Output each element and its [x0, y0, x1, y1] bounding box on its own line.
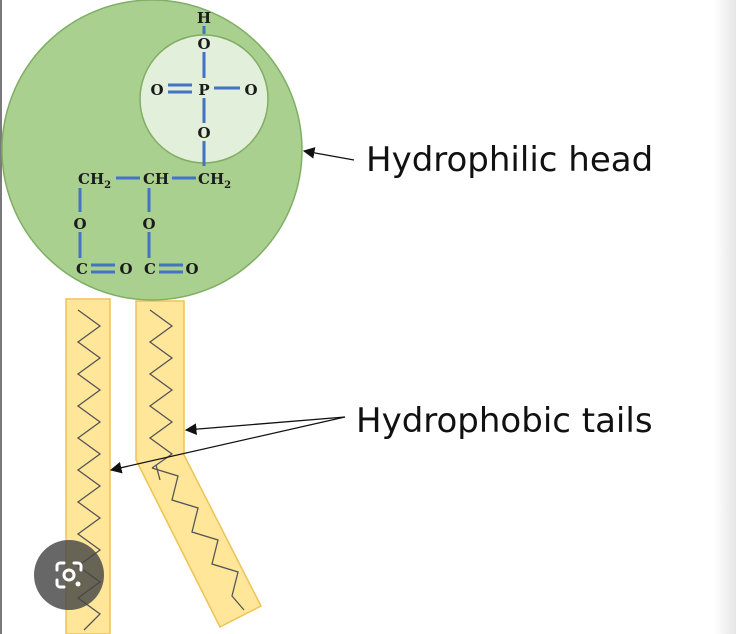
atom-o-ester-left: O: [73, 215, 86, 233]
atom-h: H: [197, 9, 211, 27]
bonds: [78, 26, 240, 274]
head-circle: [1, 0, 303, 301]
atom-o-top: O: [197, 35, 210, 53]
head-arrow: [302, 147, 355, 161]
atom-c-left: C: [76, 260, 88, 278]
atom-o-carbonyl-left: O: [119, 260, 132, 278]
atom-o-ester-mid: O: [142, 215, 155, 233]
atom-o-right-of-p: O: [244, 81, 257, 99]
tail-right-zigzag-upper: [148, 309, 174, 469]
atom-ch2-left-sub: 2: [104, 180, 111, 191]
tail-right-body: [135, 300, 263, 629]
tails-label: Hydrophobic tails: [356, 401, 653, 441]
left-edge-strip: [0, 0, 2, 634]
atom-ch2-right: CH2: [198, 170, 231, 191]
atom-ch2-right-sub: 2: [224, 180, 231, 191]
google-lens-button[interactable]: [34, 540, 104, 610]
tails-arrow-right: [184, 416, 346, 435]
atom-ch-middle: CH: [143, 170, 169, 188]
right-edge-shadow: [714, 0, 736, 634]
tail-right-zigzag-double-bond: [155, 464, 161, 481]
atom-o-carbonyl-mid: O: [185, 260, 198, 278]
head-label: Hydrophilic head: [366, 140, 653, 180]
atom-o-left-of-p: O: [150, 81, 163, 99]
callout-head: Hydrophilic head: [302, 140, 653, 180]
tails-arrow-left: [109, 416, 346, 474]
atoms: H O P O O O CH2 CH CH2 O O C O C O: [73, 9, 257, 278]
atom-o-bottom: O: [197, 124, 210, 142]
atom-ch2-left-base: CH: [78, 170, 104, 188]
tail-right: [135, 300, 263, 629]
atom-ch2-left: CH2: [78, 170, 111, 191]
atom-ch2-right-base: CH: [198, 170, 224, 188]
google-lens-icon: [55, 561, 83, 589]
atom-p: P: [198, 81, 209, 99]
tail-right-zigzag-lower: [151, 467, 245, 611]
atom-c-mid: C: [144, 260, 156, 278]
callout-tails: Hydrophobic tails: [109, 401, 653, 474]
